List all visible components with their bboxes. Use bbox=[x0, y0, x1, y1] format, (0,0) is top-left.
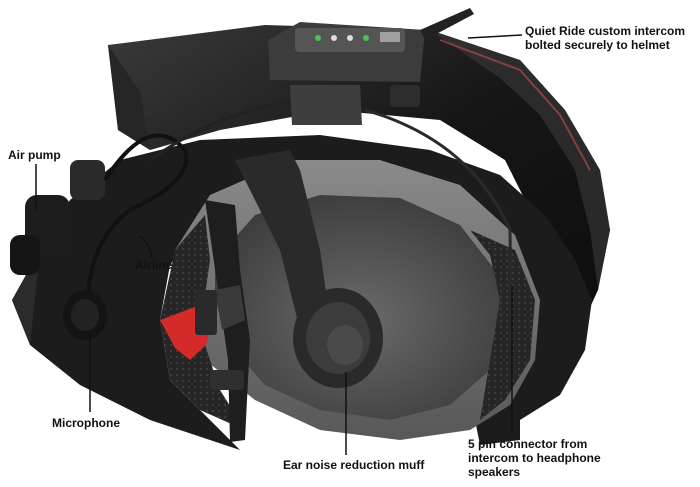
microphone-label: Microphone bbox=[52, 416, 120, 430]
red-buckle bbox=[160, 290, 244, 390]
connector-cable bbox=[364, 108, 514, 381]
connector-label: 5 pin connector from intercom to headpho… bbox=[468, 437, 601, 479]
connector-label-line1: 5 pin connector from bbox=[468, 437, 588, 451]
ear-muff bbox=[293, 288, 383, 388]
airline-label: Airline bbox=[135, 258, 173, 272]
intercom-pointer bbox=[467, 34, 523, 39]
intercom-unit bbox=[268, 8, 474, 125]
airline-pointer bbox=[139, 235, 153, 259]
air-pump-label: Air pump bbox=[8, 148, 61, 162]
intercom-label-line2: bolted securely to helmet bbox=[525, 38, 670, 52]
pointer-lines bbox=[35, 34, 523, 455]
ear-muff-label: Ear noise reduction muff bbox=[283, 458, 425, 472]
intercom-label: Quiet Ride custom intercom bolted secure… bbox=[525, 24, 685, 52]
connector-label-line3: speakers bbox=[468, 465, 521, 479]
airline-tube bbox=[86, 133, 189, 301]
microphone bbox=[63, 290, 107, 340]
mic-cable bbox=[149, 98, 301, 162]
connector-label-line2: intercom to headphone bbox=[468, 451, 601, 465]
intercom-label-line1: Quiet Ride custom intercom bbox=[525, 24, 686, 38]
